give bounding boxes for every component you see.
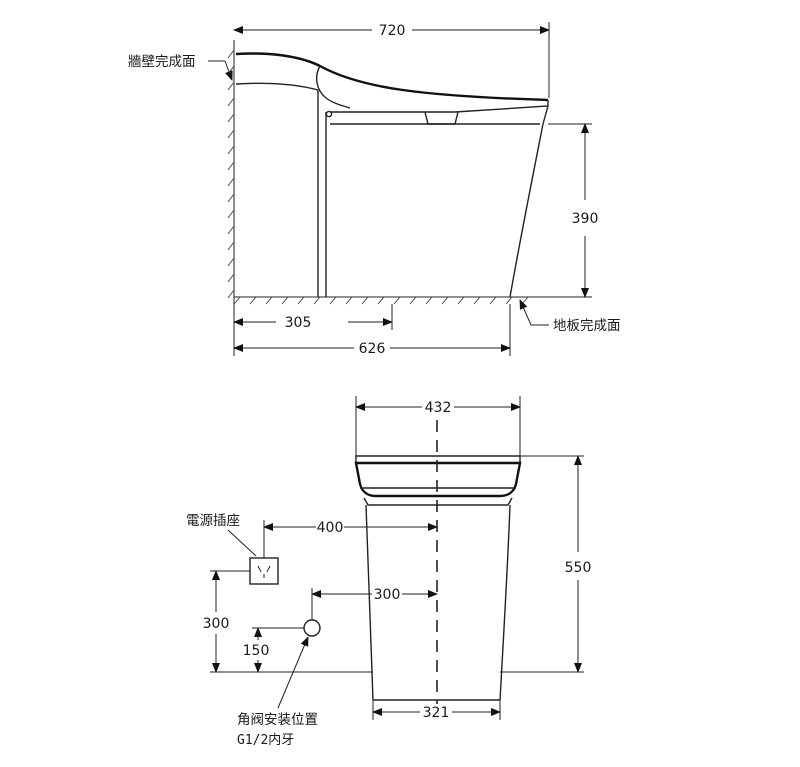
dim-432-label: 432: [425, 400, 452, 416]
bowl-left-edge: [365, 504, 374, 701]
dim-321-label: 321: [423, 705, 450, 721]
bowl-front-curve: [509, 123, 544, 298]
front-view: 432 550 電源插座 400 300 300: [186, 396, 591, 748]
seat-hinge-cover: [315, 65, 351, 109]
floor-hatching: [233, 296, 529, 305]
seat-bumper: [424, 111, 459, 125]
valve-thread-label: G1/2内牙: [237, 732, 294, 748]
dim-300-height-label: 300: [203, 616, 230, 632]
dim-550-label: 550: [565, 560, 592, 576]
valve-location-label: 角阀安装位置: [237, 712, 318, 728]
angle-valve-icon: [303, 619, 321, 637]
lid-bottom-edge: [330, 100, 549, 113]
power-outlet-icon: [249, 557, 279, 585]
floor-finish-label: 地板完成面: [553, 318, 621, 334]
floor-leader-arrow: [519, 299, 532, 326]
tank-top-edge: [235, 82, 319, 91]
valve-leader-arrow: [277, 636, 309, 709]
wall-hatching: [227, 49, 235, 299]
wall-finish-label: 牆壁完成面: [128, 54, 196, 70]
bowl-right-edge: [499, 504, 511, 701]
dim-305-label: 305: [285, 315, 312, 331]
bowl-front-lip: [542, 105, 549, 125]
dim-390-label: 390: [572, 211, 599, 227]
outlet-leader: [227, 529, 257, 557]
dim-720-label: 720: [379, 23, 406, 39]
dim-150-label: 150: [243, 643, 270, 659]
side-view: 720 牆壁完成面 390 地板完成面 305 626: [128, 22, 621, 357]
dim-400-label: 400: [317, 520, 344, 536]
wall-leader-arrow: [224, 60, 233, 81]
lid-top-edge: [235, 52, 549, 102]
dim-626-label: 626: [359, 341, 386, 357]
rim-edge: [363, 497, 513, 506]
toilet-side-profile: [235, 52, 549, 298]
hinge-pin-icon: [325, 110, 333, 118]
seat-lid-front: [354, 461, 522, 498]
dim-300-offset-label: 300: [374, 587, 401, 603]
toilet-front-outline: [354, 455, 522, 701]
power-outlet-label: 電源插座: [186, 513, 240, 529]
